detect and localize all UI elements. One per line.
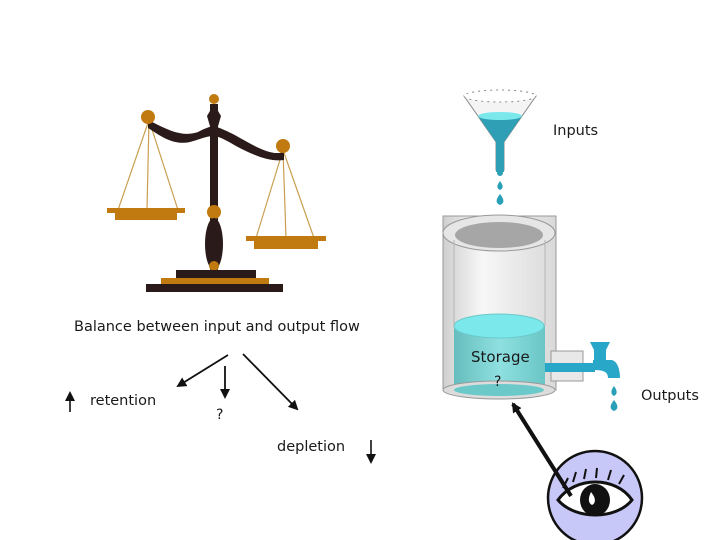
- unknown-balance-label: ?: [216, 407, 224, 423]
- inputs-label: Inputs: [553, 123, 599, 139]
- eye-icon: [546, 449, 644, 540]
- water-drop-icon: [496, 194, 504, 205]
- observation-arrow: [511, 402, 573, 498]
- unknown-storage-label: ?: [494, 374, 502, 390]
- arrow-depletion: [242, 353, 299, 411]
- tap-icon: [545, 342, 620, 411]
- funnel-icon: [463, 89, 537, 205]
- arrow-retention: [176, 354, 229, 388]
- outputs-label: Outputs: [641, 388, 699, 404]
- balance-arrows: [65, 353, 376, 464]
- water-drop-icon: [610, 400, 618, 411]
- depletion-label: depletion: [277, 439, 346, 455]
- water-drop-icon: [611, 386, 617, 396]
- storage-label: Storage: [471, 348, 530, 366]
- retention-label: retention: [90, 393, 157, 409]
- balance-scale-icon: [107, 94, 326, 292]
- storage-cylinder-icon: [442, 214, 557, 400]
- water-drop-icon: [497, 181, 503, 190]
- balance-caption: Balance between input and output flow: [74, 319, 360, 335]
